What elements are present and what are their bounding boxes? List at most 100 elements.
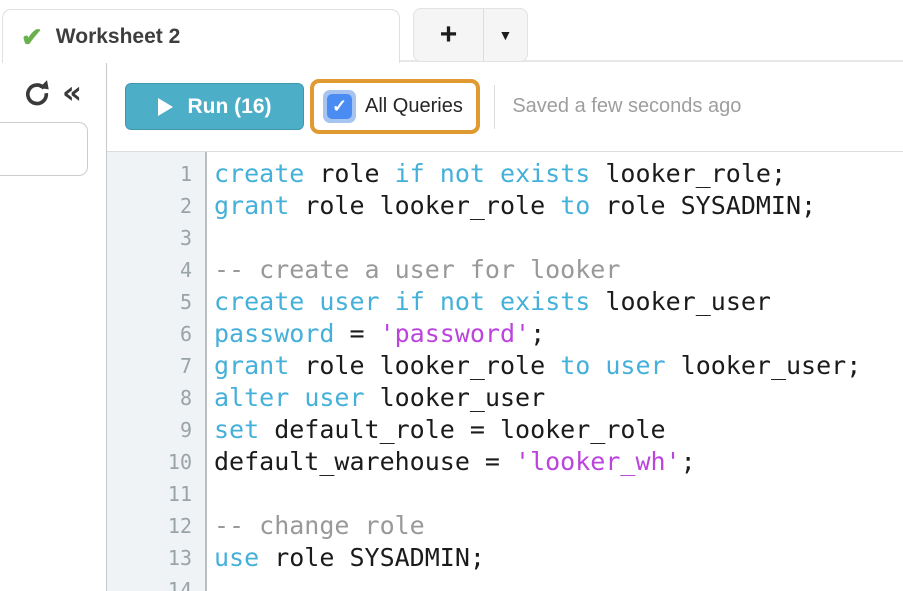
sql-keyword: user: [605, 351, 666, 380]
plus-icon: +: [439, 18, 458, 51]
worksheet-main: Run (16) ✓ All Queries Saved a few secon…: [107, 62, 903, 591]
collapse-sidebar-button[interactable]: «: [62, 78, 82, 109]
run-button[interactable]: Run (16): [125, 83, 304, 130]
worksheet-menu-button[interactable]: ▼: [484, 9, 527, 61]
new-worksheet-button[interactable]: +: [414, 9, 484, 61]
sql-keyword: create: [214, 287, 305, 316]
sql-comment: -- change role: [214, 511, 425, 540]
sql-text: [590, 351, 605, 380]
sql-keyword: not: [439, 287, 485, 316]
code-line[interactable]: use role SYSADMIN;: [214, 542, 903, 574]
sql-text: [425, 159, 440, 188]
tab-worksheet-2[interactable]: ✔ Worksheet 2: [2, 9, 400, 63]
code-line[interactable]: password = 'password';: [214, 318, 903, 350]
line-number: 6: [179, 322, 192, 346]
line-number: 8: [179, 386, 192, 410]
chevron-down-icon: ▼: [498, 27, 513, 43]
sql-text: [380, 287, 395, 316]
line-number: 12: [167, 514, 192, 538]
code-line[interactable]: -- create a user for looker: [214, 254, 903, 286]
sql-keyword: to: [560, 351, 591, 380]
code-line[interactable]: -- change role: [214, 510, 903, 542]
sql-text: [485, 159, 500, 188]
line-number: 5: [179, 290, 192, 314]
new-tab-button-group: + ▼: [413, 8, 528, 62]
sql-text: role SYSADMIN;: [259, 543, 485, 572]
line-number: 3: [179, 226, 192, 250]
sql-keyword: alter: [214, 383, 290, 412]
refresh-button[interactable]: [22, 78, 52, 108]
code-line[interactable]: default_warehouse = 'looker_wh';: [214, 446, 903, 478]
sql-text: looker_user;: [665, 351, 862, 380]
all-queries-annotation-highlight: ✓ All Queries: [310, 79, 480, 134]
object-browser-panel[interactable]: [0, 122, 88, 176]
double-chevron-left-icon: «: [62, 75, 83, 111]
checkbox-check-icon: ✓: [327, 94, 352, 119]
code-line[interactable]: alter user looker_user: [214, 382, 903, 414]
tab-title: Worksheet 2: [55, 24, 181, 48]
tab-bar: ✔ Worksheet 2 + ▼: [0, 0, 903, 63]
sql-keyword: not: [439, 159, 485, 188]
code-line[interactable]: create role if not exists looker_role;: [214, 158, 903, 190]
sql-text: [425, 287, 440, 316]
line-number: 14: [167, 578, 192, 591]
play-icon: [157, 97, 173, 116]
code-line[interactable]: [214, 574, 903, 591]
sql-text: [304, 287, 319, 316]
sql-text: default_warehouse =: [214, 447, 516, 476]
sql-keyword: exists: [500, 159, 591, 188]
sql-text: role looker_role: [289, 351, 561, 380]
sql-keyword: grant: [214, 191, 290, 220]
line-number: 9: [179, 418, 192, 442]
line-number: 13: [167, 546, 192, 570]
sql-text: looker_role;: [590, 159, 786, 188]
line-number: 10: [167, 450, 192, 474]
sql-comment: -- create a user for looker: [214, 255, 621, 284]
sql-string: 'password': [379, 319, 531, 348]
sql-text: [485, 287, 500, 316]
line-number: 11: [167, 482, 192, 506]
code-line[interactable]: [214, 478, 903, 510]
code-line[interactable]: grant role looker_role to role SYSADMIN;: [214, 190, 903, 222]
refresh-icon: [25, 80, 49, 106]
sql-keyword: set: [214, 415, 260, 444]
line-number: 1: [179, 162, 192, 186]
sql-keyword: use: [214, 543, 260, 572]
sidebar-icon-row: «: [22, 78, 82, 109]
sql-text: looker_user: [590, 287, 771, 316]
code-line[interactable]: [214, 222, 903, 254]
sql-text: role SYSADMIN;: [590, 191, 817, 220]
sql-keyword: if: [394, 159, 425, 188]
sql-text: role: [304, 159, 395, 188]
sql-text: default_role = looker_role: [259, 415, 666, 444]
sql-keyword: grant: [214, 351, 290, 380]
check-icon: ✔: [21, 21, 43, 52]
sql-keyword: password: [214, 319, 335, 348]
code-line[interactable]: create user if not exists looker_user: [214, 286, 903, 318]
sql-text: looker_user: [364, 383, 546, 412]
all-queries-label: All Queries: [365, 95, 463, 117]
sql-keyword: user: [319, 287, 380, 316]
saved-status-text: Saved a few seconds ago: [512, 95, 742, 117]
sql-keyword: to: [560, 191, 591, 220]
code-line[interactable]: grant role looker_role to user looker_us…: [214, 350, 903, 382]
toolbar-divider: [493, 84, 496, 129]
all-queries-checkbox[interactable]: ✓: [323, 90, 356, 123]
code-line[interactable]: set default_role = looker_role: [214, 414, 903, 446]
object-browser-sidebar: «: [0, 62, 107, 591]
sql-text: =: [334, 319, 380, 348]
sql-text: ;: [680, 447, 696, 476]
code-area[interactable]: create role if not exists looker_role;gr…: [207, 152, 903, 591]
sql-text: role looker_role: [289, 191, 561, 220]
line-number: 2: [179, 194, 192, 218]
sql-keyword: exists: [500, 287, 591, 316]
sql-keyword: user: [304, 383, 365, 412]
sql-text: [289, 383, 304, 412]
sql-keyword: if: [394, 287, 425, 316]
line-number: 4: [179, 258, 192, 282]
sql-keyword: create: [214, 159, 305, 188]
run-button-label: Run (16): [187, 94, 272, 118]
